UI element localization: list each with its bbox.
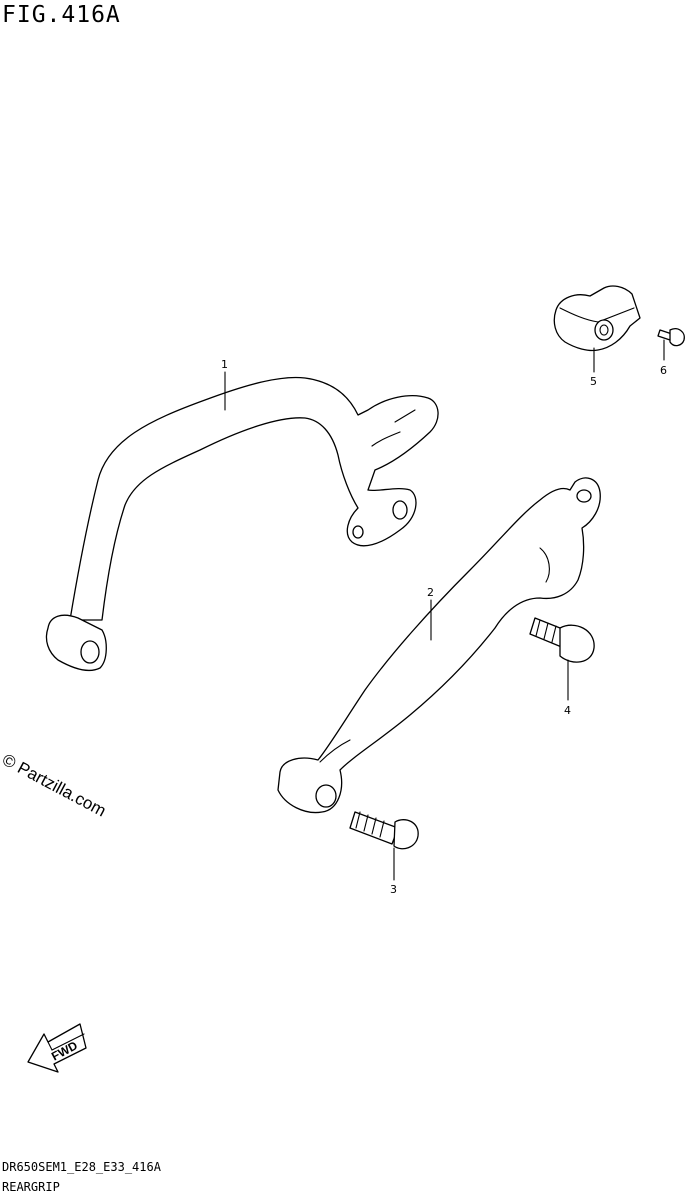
callout-3: 3 (390, 883, 397, 896)
callouts: 1 2 3 4 5 6 (221, 358, 667, 896)
screw-part-6[interactable] (657, 328, 685, 347)
rear-grip-left[interactable] (45, 376, 439, 672)
fwd-arrow-icon: FWD (27, 1023, 87, 1073)
callout-2: 2 (427, 586, 434, 599)
footer-name: REARGRIP (2, 1180, 60, 1194)
leader-lines (224, 339, 665, 881)
rear-grip-right[interactable] (277, 477, 601, 814)
callout-4: 4 (564, 704, 571, 717)
callout-6: 6 (660, 364, 667, 377)
cushion-part-5[interactable] (553, 285, 641, 352)
callout-5: 5 (590, 375, 597, 388)
callout-1: 1 (221, 358, 228, 371)
bolt-part-4[interactable] (529, 617, 595, 663)
bolt-part-3[interactable] (349, 811, 419, 850)
figure-title: FIG.416A (2, 2, 121, 28)
footer-code: DR650SEM1_E28_E33_416A (2, 1160, 161, 1174)
